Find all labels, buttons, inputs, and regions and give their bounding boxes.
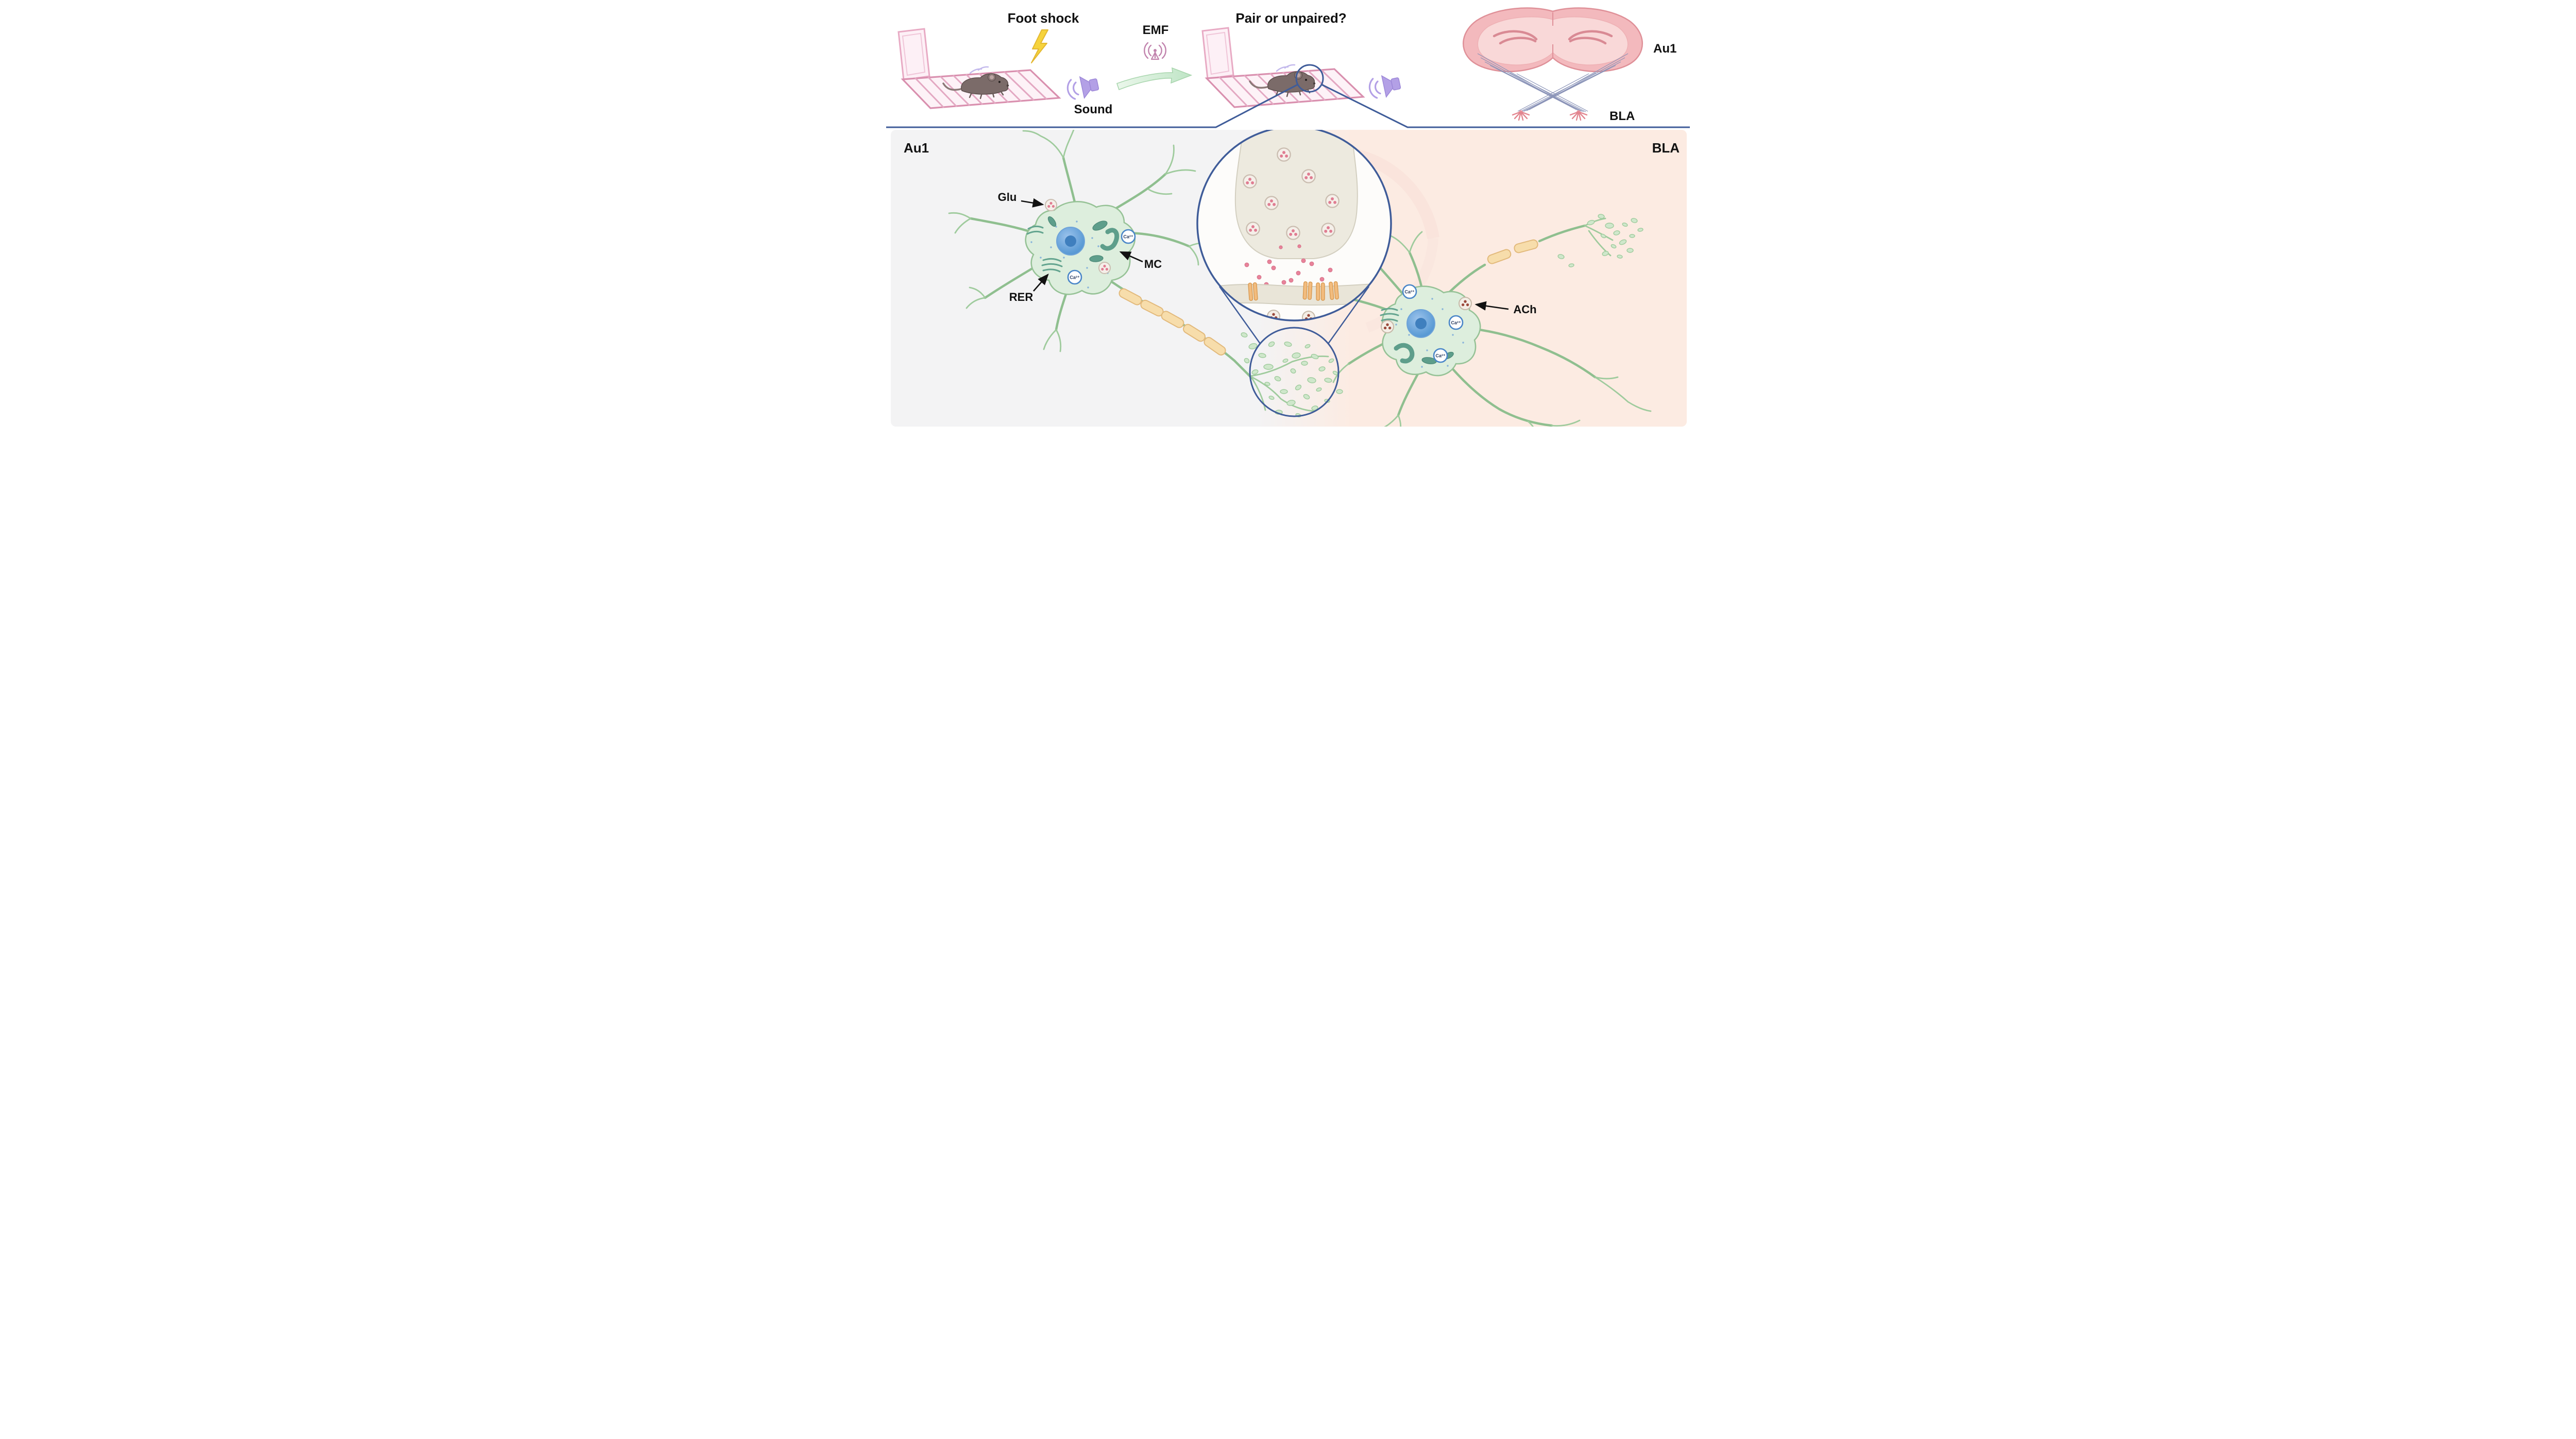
acetylcholine-vesicle <box>1381 320 1394 333</box>
acetylcholine-annotation-arrow <box>1475 301 1509 311</box>
glutamate-annotation-label: Glu <box>998 191 1017 204</box>
rer-annotation-label: RER <box>1009 291 1033 303</box>
glutamate-vesicle <box>1098 262 1111 274</box>
glutamate-vesicle <box>1045 199 1057 211</box>
lightning-bolt-icon <box>1031 29 1048 63</box>
rer-annotation-arrow <box>1033 274 1049 292</box>
transfer-arrow-icon <box>1116 67 1193 91</box>
panel-bla-label: BLA <box>1652 140 1680 156</box>
cortex-label: Au1 <box>1653 42 1676 56</box>
calcium-badge <box>1448 315 1464 330</box>
mitochondria-annotation-label: MC <box>1144 258 1162 270</box>
dendritic-terminal-boutons <box>1557 214 1643 267</box>
rough-er <box>1026 225 1063 273</box>
ribosomes <box>1395 298 1464 368</box>
sound-label: Sound <box>1074 103 1113 116</box>
zoom-funnel-line <box>886 83 1690 128</box>
foot-shock-scene: Foot shock Sound <box>897 10 1113 116</box>
scientific-figure: Ca²⁺ Foot shock Sound EMF Pair or unpair… <box>886 7 1690 427</box>
speaker-icon <box>1064 73 1101 102</box>
radio-antenna-icon <box>1144 42 1166 60</box>
speaker-icon <box>1366 72 1403 101</box>
axon-terminal-arbor <box>1241 332 1343 417</box>
acetylcholine-annotation-label: ACh <box>1513 303 1536 316</box>
ribosomes <box>1030 221 1109 289</box>
calcium-badge <box>1067 269 1082 285</box>
calcium-badge <box>1121 229 1136 244</box>
synapse-zoom-ring <box>1196 130 1392 321</box>
bla-neuron <box>1322 214 1652 427</box>
calcium-badge <box>1402 284 1417 299</box>
brain-projection-schematic: Au1 BLA <box>1462 7 1676 123</box>
cellular-panel: Au1 BLA Glu MC RER ACh <box>891 130 1687 427</box>
terminal-zoom-circle <box>1249 327 1340 417</box>
mitochondria <box>1047 216 1120 262</box>
emf-label: EMF <box>1143 23 1169 37</box>
rough-er <box>1380 308 1399 322</box>
nucleus <box>1056 227 1085 256</box>
postsynaptic-membrane <box>1197 281 1391 307</box>
projection-fibers <box>1477 53 1629 112</box>
amygdala-label: BLA <box>1609 109 1635 123</box>
glutamate-annotation-arrow <box>1021 198 1044 208</box>
figure-canvas: Ca²⁺ Foot shock Sound EMF Pair or unpair… <box>886 0 1690 432</box>
pairing-question-label: Pair or unpaired? <box>1235 10 1346 26</box>
bla-target-left <box>1512 110 1530 121</box>
zoom-connector-lines <box>1218 286 1370 344</box>
axon-terminal-boutons <box>1241 332 1343 417</box>
bla-target-right <box>1569 110 1588 121</box>
calcium-badge <box>1433 348 1448 363</box>
acetylcholine-vesicle <box>1459 297 1472 310</box>
mitochondria-annotation-arrow <box>1119 251 1143 263</box>
hippocampus-left <box>1493 30 1538 45</box>
foot-shock-label: Foot shock <box>1008 10 1079 26</box>
synapse-zoom <box>1196 130 1392 321</box>
hippocampus-right <box>1568 30 1613 45</box>
pairing-scene: Pair or unpaired? <box>1201 10 1403 108</box>
mouse-head-focus-circle <box>1295 64 1324 93</box>
au1-neuron <box>948 130 1253 380</box>
panel-au1-label: Au1 <box>904 140 929 156</box>
nucleus <box>1406 309 1435 338</box>
emf-transfer: EMF <box>1116 23 1193 91</box>
